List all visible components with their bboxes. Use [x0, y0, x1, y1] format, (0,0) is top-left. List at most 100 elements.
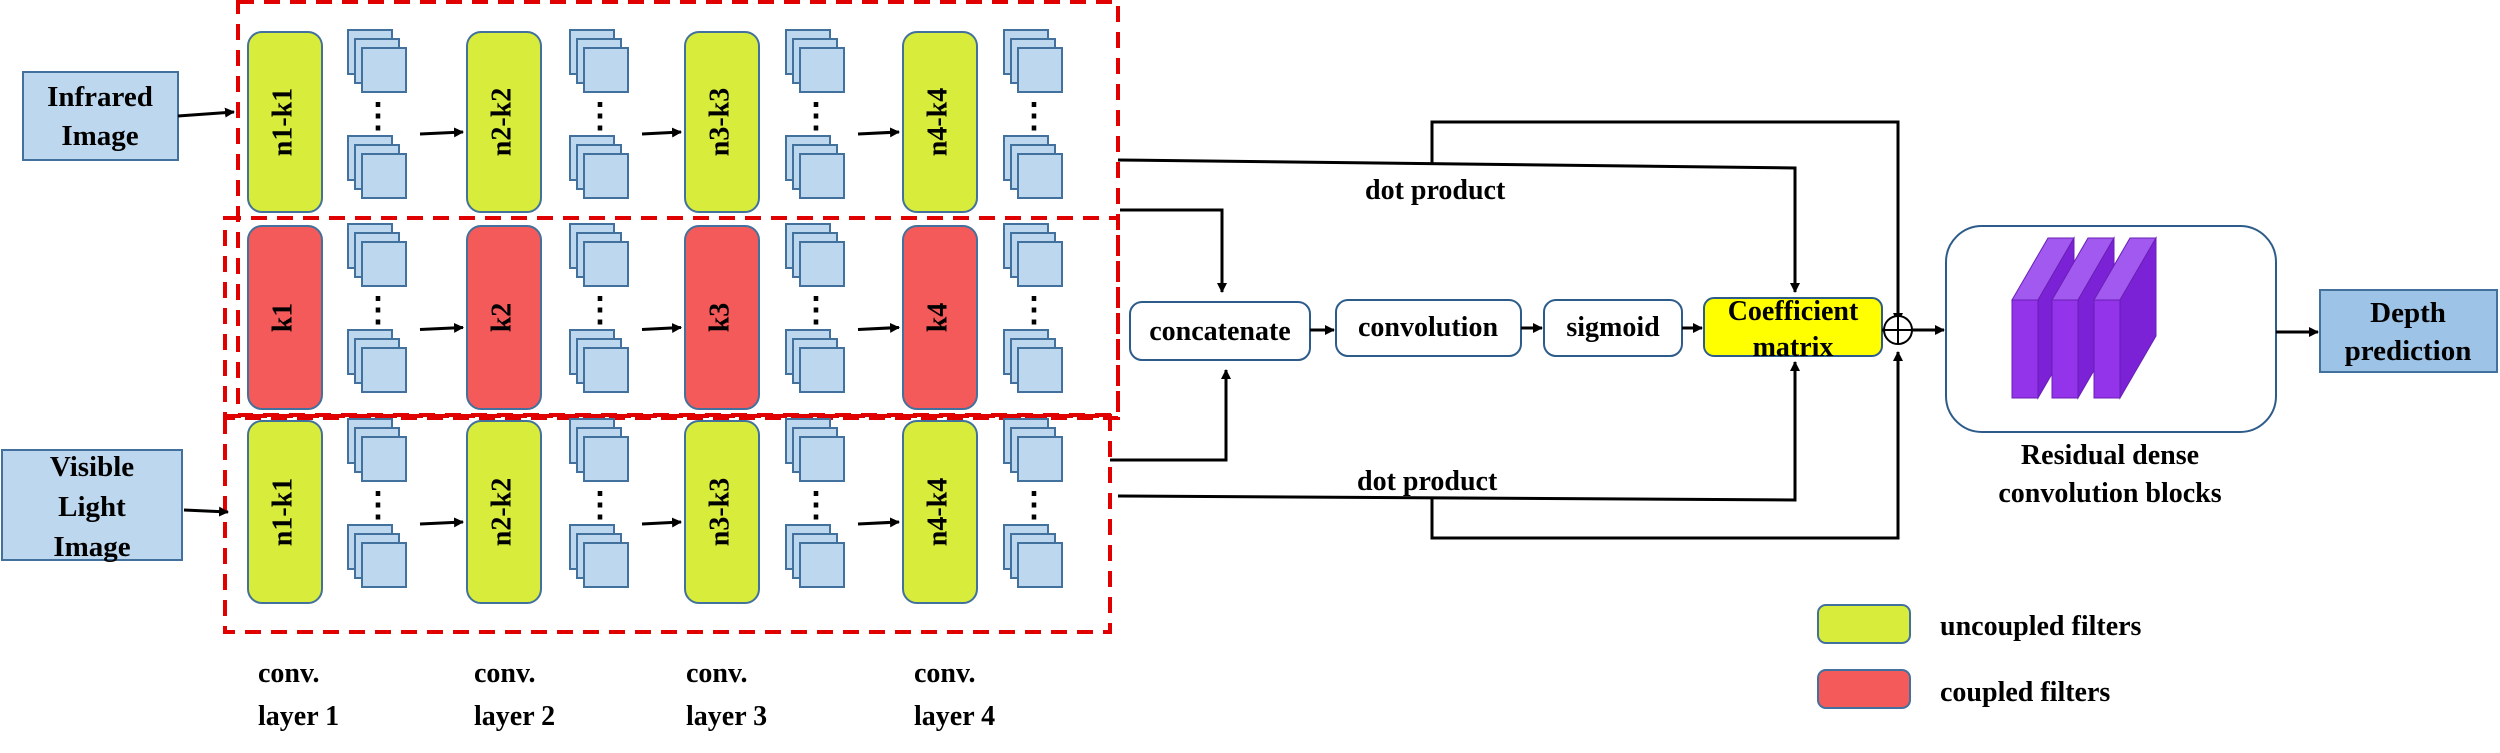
depth-label-1: Depth — [2370, 297, 2446, 329]
residual-label-1: Residual dense — [2021, 440, 2199, 471]
visible-stream-box — [223, 414, 1112, 634]
feature-dots-coupled-2: ⋮ — [583, 292, 617, 329]
visible-light-image-box: Visible Light Image — [1, 449, 183, 563]
feature-map-visible-2-0-2 — [583, 436, 629, 482]
filter-label-visible-1: n1-k1 — [267, 478, 298, 546]
feature-dots-infrared-4: ⋮ — [1017, 98, 1051, 135]
filter-visible-4 — [902, 420, 978, 604]
concatenate-box: concatenate — [1129, 301, 1311, 361]
feature-dots-visible-3: ⋮ — [799, 487, 833, 524]
filter-coupled-1 — [247, 225, 323, 410]
feature-map-coupled-3-0-2 — [799, 241, 845, 287]
legend: uncoupled filters coupled filters — [1817, 604, 2142, 709]
filter-visible-3 — [684, 420, 760, 604]
feature-dots-infrared-1: ⋮ — [361, 98, 395, 135]
feature-dots-coupled-4: ⋮ — [1017, 292, 1051, 329]
filter-label-coupled-4: k4 — [922, 303, 953, 333]
visible-label-3: Image — [53, 531, 130, 563]
filter-coupled-4 — [902, 225, 978, 410]
feature-dots-infrared-2: ⋮ — [583, 98, 617, 135]
feature-dots-visible-4: ⋮ — [1017, 487, 1051, 524]
visible-input-arrow — [183, 506, 229, 517]
conv-layer-4-line2: layer 4 — [914, 701, 995, 732]
legend-coupled-swatch — [1817, 669, 1911, 709]
filter-visible-2 — [466, 420, 542, 604]
residual-block-front-2 — [2051, 299, 2079, 399]
depth-prediction-box: Depth prediction — [2319, 289, 2498, 373]
feature-map-infrared-1-0-2 — [361, 47, 407, 93]
conv-layer-1-line2: layer 1 — [258, 701, 339, 732]
infrared-label-1: Infrared — [47, 81, 153, 113]
filter-label-coupled-1: k1 — [267, 303, 298, 333]
convolution-label: convolution — [1358, 312, 1498, 343]
filter-coupled-2 — [466, 225, 542, 410]
feature-dots-coupled-1: ⋮ — [361, 292, 395, 329]
feature-map-infrared-3-0-2 — [799, 47, 845, 93]
feature-map-coupled-1-0-2 — [361, 241, 407, 287]
conv-layer-3-line1: conv. — [686, 658, 747, 689]
filter-label-visible-2: n2-k2 — [486, 478, 517, 546]
filter-columns: n1-k1⋮n2-k2⋮n3-k3⋮n4-k4⋮k1⋮k2⋮k3⋮k4⋮n1-k… — [247, 29, 1063, 604]
coefficient-matrix-box: Coefficient matrix — [1703, 296, 1883, 363]
feature-map-visible-3-0-2 — [799, 436, 845, 482]
filter-infrared-2 — [466, 31, 542, 213]
feature-map-infrared-4-1-2 — [1017, 153, 1063, 199]
concatenate-label: concatenate — [1149, 316, 1291, 347]
filter-coupled-3 — [684, 225, 760, 410]
feature-map-infrared-4-0-2 — [1017, 47, 1063, 93]
feature-dots-coupled-3: ⋮ — [799, 292, 833, 329]
layer-arrow-visible-3 — [857, 517, 900, 528]
conv-layer-labels: conv. layer 1 conv. layer 2 conv. layer … — [258, 658, 995, 732]
sigmoid-label: sigmoid — [1566, 312, 1660, 343]
filter-infrared-3 — [684, 31, 760, 213]
feature-map-coupled-3-1-2 — [799, 347, 845, 393]
residual-dense-box — [1945, 225, 2277, 433]
feature-map-infrared-1-1-2 — [361, 153, 407, 199]
layer-arrow-infrared-1 — [419, 127, 464, 138]
feature-map-visible-1-0-2 — [361, 436, 407, 482]
filter-label-infrared-4: n4-k4 — [922, 88, 953, 156]
feature-map-coupled-4-0-2 — [1017, 241, 1063, 287]
residual-block-front-1 — [2011, 299, 2039, 399]
feature-dots-visible-1: ⋮ — [361, 487, 395, 524]
visible-label-1: Visible — [50, 451, 134, 483]
conv-layer-3-line2: layer 3 — [686, 701, 767, 732]
filter-label-visible-4: n4-k4 — [922, 478, 953, 546]
feature-map-visible-4-1-2 — [1017, 542, 1063, 588]
coefficient-label-1: Coefficient — [1728, 296, 1859, 327]
layer-arrow-visible-1 — [419, 517, 464, 528]
dot-product-bottom-label: dot product — [1357, 466, 1498, 497]
layer-arrow-infrared-2 — [641, 127, 682, 138]
conv-layer-2-line2: layer 2 — [474, 701, 555, 732]
feature-map-visible-3-1-2 — [799, 542, 845, 588]
dot-product-top-label: dot product — [1365, 175, 1506, 206]
filter-label-infrared-2: n2-k2 — [486, 88, 517, 156]
filter-label-visible-3: n3-k3 — [704, 478, 735, 546]
residual-blocks — [2011, 236, 2157, 400]
stream-connectors — [1110, 120, 1903, 540]
residual-label-2: convolution blocks — [1998, 478, 2221, 509]
infrared-input-arrow — [177, 107, 235, 118]
layer-arrow-coupled-1 — [419, 322, 464, 333]
feature-map-infrared-3-1-2 — [799, 153, 845, 199]
filter-infrared-4 — [902, 31, 978, 213]
convolution-box: convolution — [1335, 299, 1522, 357]
visible-label-2: Light — [58, 491, 126, 523]
filter-label-infrared-1: n1-k1 — [267, 88, 298, 156]
depth-label-2: prediction — [2345, 335, 2472, 367]
filter-label-infrared-3: n3-k3 — [704, 88, 735, 156]
feature-map-visible-2-1-2 — [583, 542, 629, 588]
feature-dots-visible-2: ⋮ — [583, 487, 617, 524]
coefficient-label-2: matrix — [1753, 332, 1834, 363]
infrared-image-box: Infrared Image — [22, 71, 179, 161]
sigmoid-box: sigmoid — [1543, 299, 1683, 357]
infrared-stream-box — [236, 0, 1120, 417]
feature-map-coupled-4-1-2 — [1017, 347, 1063, 393]
filter-label-coupled-2: k2 — [486, 303, 517, 333]
feature-map-infrared-2-1-2 — [583, 153, 629, 199]
feature-map-coupled-1-1-2 — [361, 347, 407, 393]
layer-arrow-coupled-3 — [857, 322, 900, 333]
filter-infrared-1 — [247, 31, 323, 213]
layer-arrow-infrared-3 — [857, 127, 900, 138]
